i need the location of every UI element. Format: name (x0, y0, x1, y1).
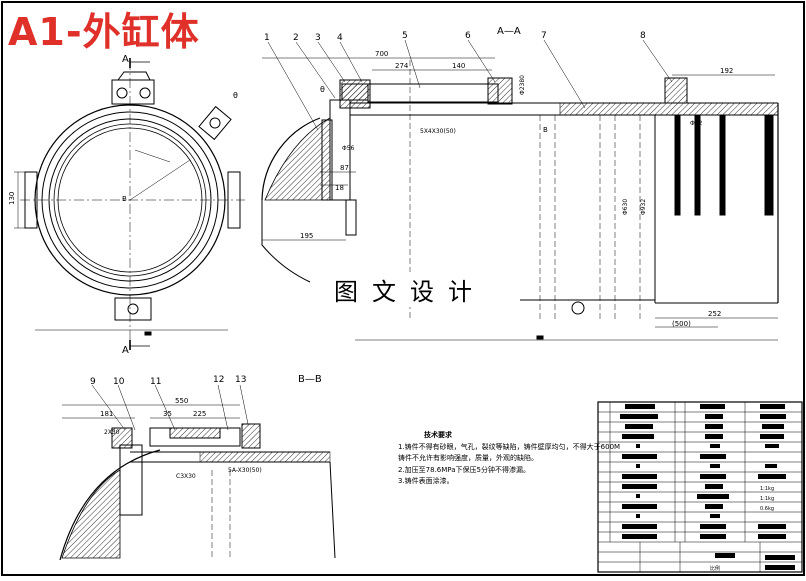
dim-bb-2: 5A-X30(50) (228, 467, 262, 474)
title-block-scale-label: 比例 (710, 565, 720, 572)
drawing-title-banner: A1-外缸体 (8, 10, 200, 54)
balloon-5: 5 (402, 31, 408, 41)
dim-225: 225 (193, 410, 206, 418)
dim-195: 195 (300, 232, 313, 240)
center-label-b: B (122, 195, 127, 203)
balloon-8: 8 (640, 31, 646, 41)
balloon-4: 4 (337, 33, 343, 43)
dim-phi2380: Φ2380 (519, 75, 526, 95)
dim-252: 252 (708, 310, 721, 318)
technical-requirements: 技术要求 1.铸件不得有砂眼，气孔，裂纹等缺陷，铸件壁厚均匀，不得大于600M … (398, 430, 620, 488)
dim-550: 550 (175, 397, 188, 405)
title-block (597, 401, 803, 573)
angle-label-theta: θ (233, 91, 238, 100)
section-aa (261, 39, 779, 341)
dim-18: 18 (335, 184, 344, 192)
dim-phi56: Φ56 (342, 145, 355, 152)
title-block-mass-1: 1:1kg (760, 486, 774, 492)
dim-181: 181 (100, 410, 113, 418)
balloon-9: 9 (90, 377, 96, 387)
balloon-12: 12 (213, 375, 224, 385)
dim-phi630: Φ630 (622, 199, 629, 215)
dim-thread: 5X4X30(50) (420, 128, 456, 135)
dim-bb-3: C3X30 (176, 473, 196, 480)
section-label-a-top: A (122, 54, 129, 65)
section-label-a-bottom: A (122, 345, 129, 356)
dim-500: (500) (672, 320, 691, 328)
dim-phi12: Φ12 (690, 120, 703, 127)
dim-35: 35 (163, 410, 172, 418)
balloon-6: 6 (465, 31, 471, 41)
section-title-aa: A—A (497, 26, 521, 37)
dim-700: 700 (375, 50, 388, 58)
dim-bb-1: 2X30 (104, 429, 120, 436)
watermark-text: 图文设计 (330, 272, 490, 307)
dim-phi932: Φ932 (640, 199, 647, 215)
tech-req-title: 技术要求 (424, 431, 452, 439)
tech-req-item-2: 铸件不允许有影响强度，质量，外观的缺陷。 (398, 454, 538, 462)
balloon-10: 10 (113, 377, 125, 387)
dim-274: 274 (395, 62, 409, 70)
balloon-13: 13 (235, 375, 246, 385)
balloon-7: 7 (541, 31, 547, 41)
tech-req-item-1: 1.铸件不得有砂眼，气孔，裂纹等缺陷，铸件壁厚均匀，不得大于600M (398, 442, 621, 451)
balloon-11: 11 (150, 377, 161, 387)
section-bb (59, 384, 336, 561)
dim-192: 192 (720, 67, 733, 75)
dim-140: 140 (452, 62, 465, 70)
tech-req-item-4: 3.铸件表面涂漆。 (398, 477, 454, 485)
dim-87: 87 (340, 164, 349, 172)
tech-req-item-3: 2.加压至78.6MPa下保压5分钟不得渗漏。 (398, 465, 530, 474)
end-view (14, 58, 245, 350)
dim-130: 130 (8, 192, 16, 205)
balloon-1: 1 (264, 33, 270, 43)
balloon-2: 2 (293, 33, 299, 43)
balloon-3: 3 (315, 33, 321, 43)
title-block-mass-2: 1:1kg (760, 496, 774, 502)
title-block-mass-3: 0.6kg (760, 506, 774, 512)
section-title-bb: B—B (298, 374, 322, 385)
angle-label-theta-aa: θ (320, 85, 325, 94)
arrow-label-b: B (543, 126, 548, 134)
